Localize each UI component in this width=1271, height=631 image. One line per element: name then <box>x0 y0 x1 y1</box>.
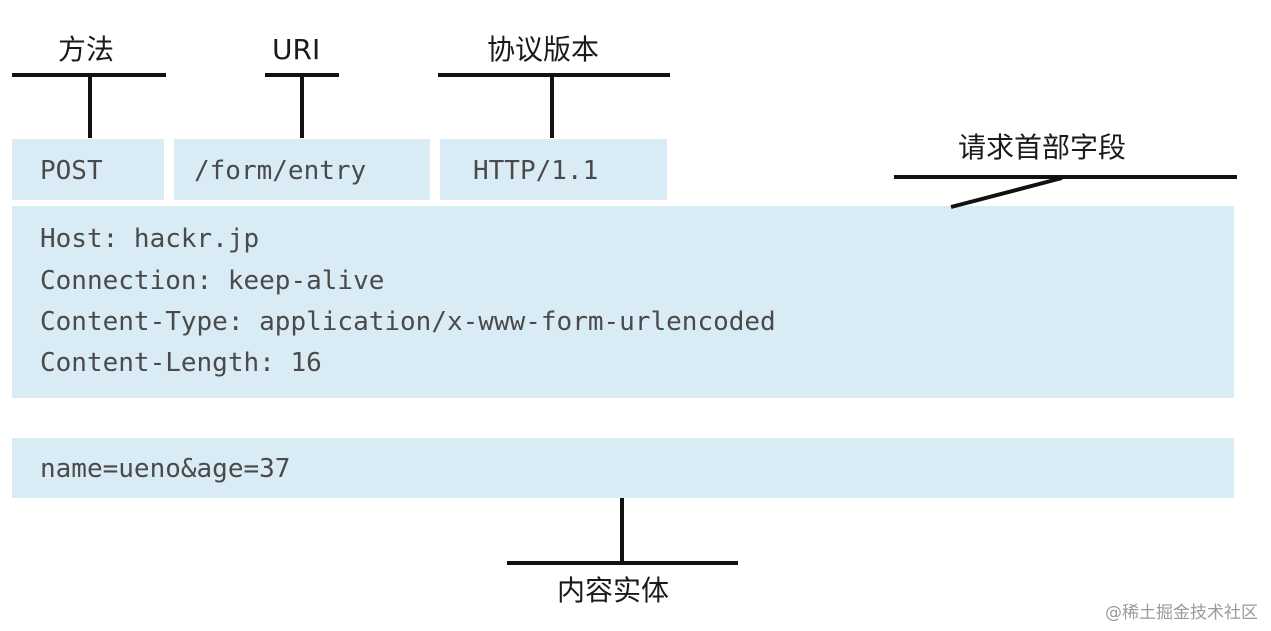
version-value: HTTP/1.1 <box>473 156 599 186</box>
headers-label: 请求首部字段 <box>958 131 1127 164</box>
uri-value: /form/entry <box>194 156 367 186</box>
uri-callout-stem <box>300 75 304 138</box>
body-value: name=ueno&age=37 <box>40 454 291 484</box>
header-line: Content-Length: 16 <box>40 348 322 378</box>
header-line: Connection: keep-alive <box>40 266 385 296</box>
watermark: @稀土掘金技术社区 <box>1105 603 1258 623</box>
method-value: POST <box>40 156 103 186</box>
version-callout-bar <box>438 73 670 77</box>
version-box <box>440 139 667 200</box>
header-line: Host: hackr.jp <box>40 224 260 254</box>
version-callout-stem <box>550 75 554 138</box>
method-box <box>12 139 164 200</box>
uri-box <box>174 139 430 200</box>
headers-box <box>12 206 1234 398</box>
header-line: Content-Type: application/x-www-form-url… <box>40 307 776 337</box>
version-label: 协议版本 <box>487 33 600 66</box>
headers-callout-bar <box>894 175 1237 179</box>
method-label: 方法 <box>58 33 115 66</box>
uri-label: URI <box>272 33 321 66</box>
method-callout-stem <box>88 75 92 138</box>
body-box <box>12 438 1234 498</box>
body-label: 内容实体 <box>557 574 670 607</box>
body-callout-bar <box>507 561 738 565</box>
body-callout-stem <box>620 498 624 564</box>
